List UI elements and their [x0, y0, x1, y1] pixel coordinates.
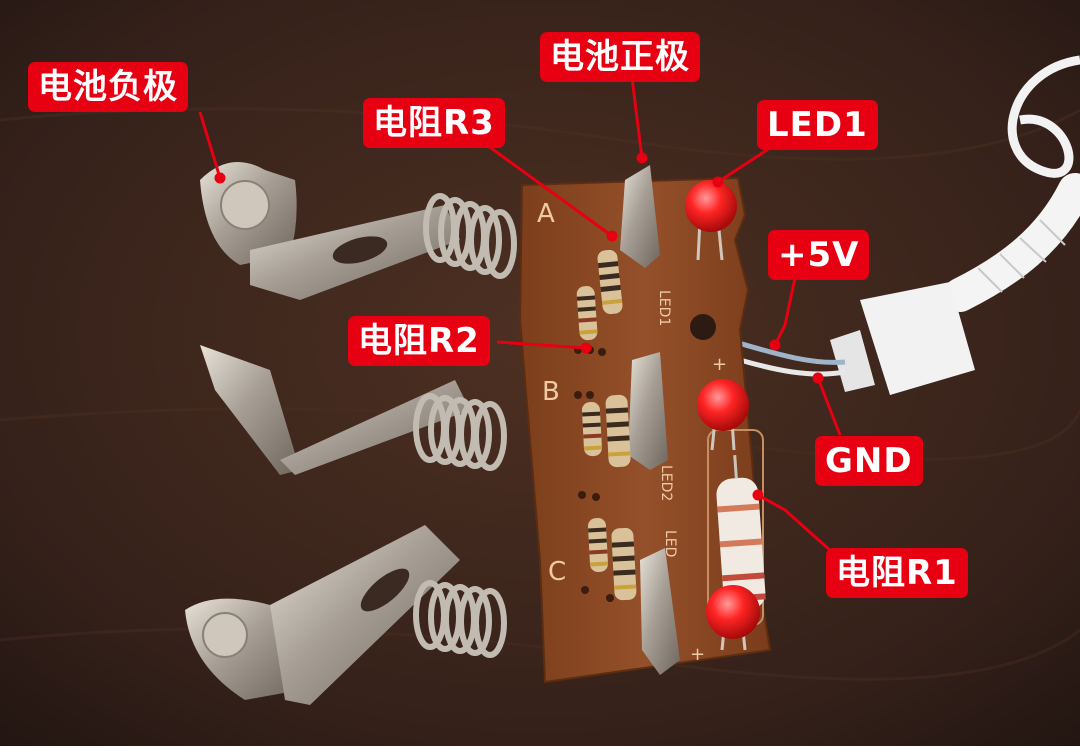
label-plus-5v: +5V [768, 230, 870, 280]
power-cable [734, 55, 1080, 395]
svg-text:LED1: LED1 [656, 290, 672, 326]
battery-contact-middle [200, 345, 507, 475]
svg-text:C: C [548, 557, 566, 587]
led-1 [685, 180, 737, 261]
svg-text:A: A [537, 199, 555, 229]
led-3 [706, 585, 760, 651]
label-gnd: GND [815, 436, 923, 486]
battery-contact-bottom [185, 525, 507, 705]
battery-contact-top [200, 162, 517, 300]
label-resistor-r1: 电阻R1 [826, 548, 968, 598]
svg-text:LED2: LED2 [658, 465, 674, 501]
label-resistor-r2: 电阻R2 [348, 316, 490, 366]
led-2 [697, 379, 749, 451]
svg-text:LED: LED [662, 530, 678, 557]
label-led1: LED1 [757, 100, 878, 150]
svg-text:+: + [712, 354, 727, 375]
svg-text:B: B [542, 377, 560, 407]
label-battery-positive: 电池正极 [540, 32, 700, 82]
small-resistors [576, 249, 637, 601]
label-resistor-r3: 电阻R3 [363, 98, 505, 148]
label-battery-negative: 电池负极 [28, 62, 188, 112]
positive-terminals [620, 165, 680, 675]
svg-text:+: + [690, 644, 705, 665]
